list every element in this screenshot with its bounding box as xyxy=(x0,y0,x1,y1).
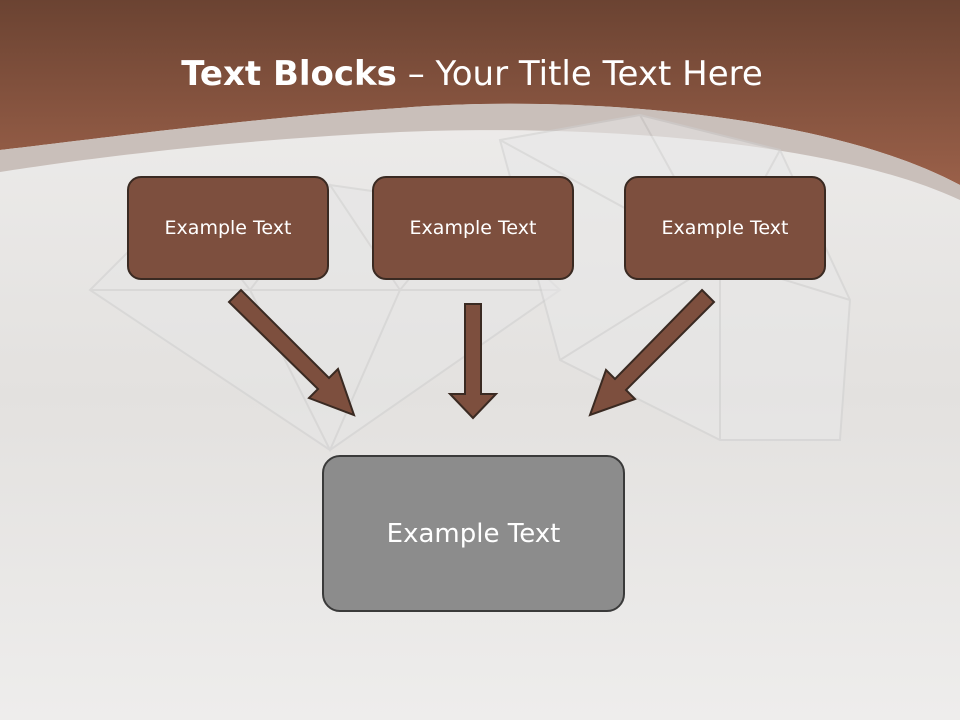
arrow-right xyxy=(588,288,716,417)
target-block: Example Text xyxy=(322,455,625,612)
text-block-1: Example Text xyxy=(127,176,329,280)
header-swoosh xyxy=(0,103,960,200)
arrow-left xyxy=(227,288,356,417)
slide-title: Text Blocks – Your Title Text Here xyxy=(0,52,944,96)
arrow-center xyxy=(447,303,499,420)
text-block-2: Example Text xyxy=(372,176,574,280)
header-band xyxy=(0,0,960,185)
title-bold-part: Text Blocks xyxy=(181,54,397,94)
title-rest-part: – Your Title Text Here xyxy=(396,54,763,94)
text-block-3: Example Text xyxy=(624,176,826,280)
